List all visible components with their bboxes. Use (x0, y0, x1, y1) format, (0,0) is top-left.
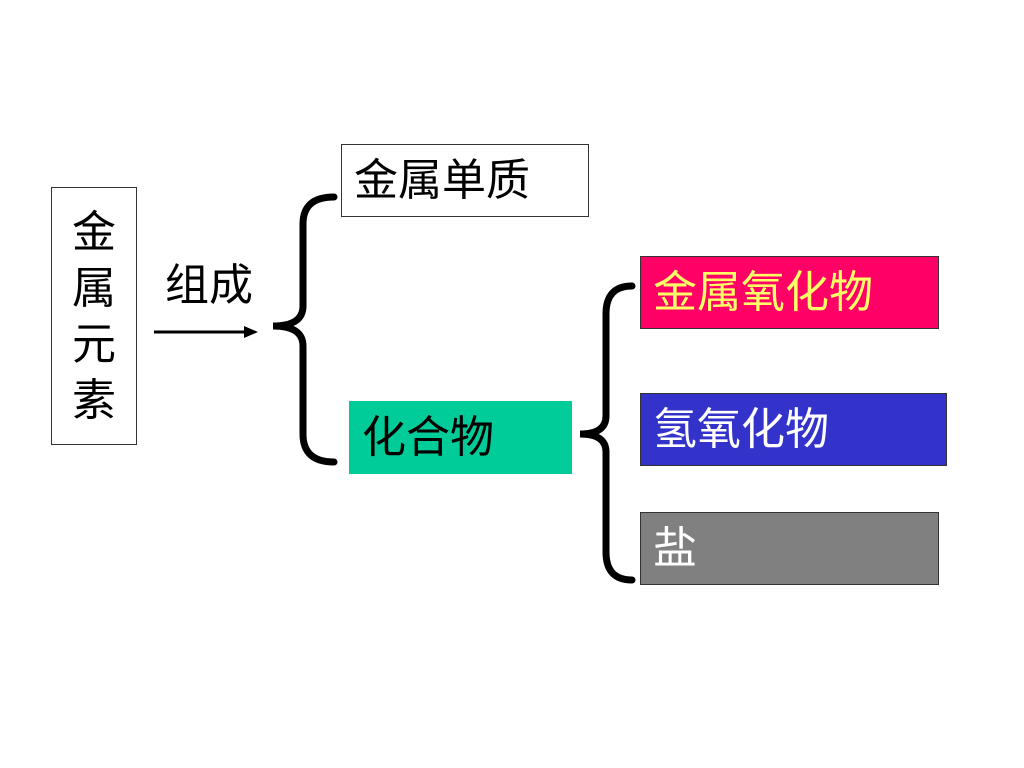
root-char-2: 属 (72, 263, 116, 314)
hydroxide-label: 氢氧化物 (653, 403, 829, 455)
compose-label: 组成 (165, 260, 253, 311)
compound-label: 化合物 (362, 411, 494, 463)
metal-oxide-box: 金属氧化物 (640, 256, 939, 329)
salt-box: 盐 (640, 512, 939, 585)
root-char-3: 元 (72, 319, 116, 370)
compose-arrow (154, 326, 258, 338)
metal-element-box: 金 属 元 素 (51, 187, 137, 445)
root-char-1: 金 (72, 207, 116, 258)
hydroxide-box: 氢氧化物 (640, 393, 947, 466)
salt-label: 盐 (653, 522, 697, 574)
elemental-metal-box: 金属单质 (341, 144, 589, 217)
right-brace (579, 282, 636, 584)
compound-box: 化合物 (349, 401, 572, 474)
root-char-4: 素 (72, 375, 116, 426)
metal-oxide-label: 金属氧化物 (653, 266, 873, 318)
left-brace (272, 193, 338, 466)
elemental-metal-label: 金属单质 (354, 154, 530, 206)
